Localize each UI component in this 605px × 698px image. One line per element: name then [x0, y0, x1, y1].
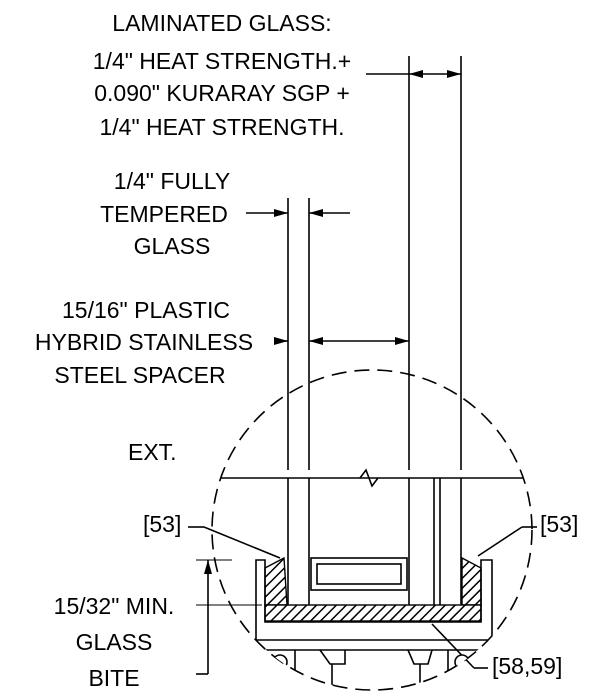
spacer-label: 15/16" PLASTIC HYBRID STAINLESS STEEL SP…	[35, 297, 253, 388]
bite-line-2: GLASS	[76, 629, 153, 655]
laminated-glass-label: LAMINATED GLASS: 1/4" HEAT STRENGTH.+ 0.…	[93, 10, 351, 140]
glass-bite-label: 15/32" MIN. GLASS BITE	[54, 593, 175, 691]
spacer-line-1: 15/16" PLASTIC	[62, 297, 230, 323]
ref-53-right: [53]	[540, 511, 578, 537]
spacer-line-3: STEEL SPACER	[54, 362, 225, 388]
laminated-line-1: LAMINATED GLASS:	[112, 10, 331, 36]
ref-58-59: [58,59]	[492, 653, 562, 679]
laminated-line-3: 0.090" KURARAY SGP +	[94, 80, 350, 106]
glass-extension-lines	[287, 56, 462, 470]
laminated-line-2: 1/4" HEAT STRENGTH.+	[93, 48, 351, 74]
ref-53-left: [53]	[143, 511, 181, 537]
bite-line-1: 15/32" MIN.	[54, 593, 175, 619]
bite-line-3: BITE	[88, 665, 139, 691]
tempered-line-2: TEMPERED	[100, 201, 228, 227]
laminated-line-4: 1/4" HEAT STRENGTH.	[99, 114, 344, 140]
tempered-glass-label: 1/4" FULLY TEMPERED GLASS	[100, 168, 230, 259]
dimension-leaders	[188, 70, 537, 675]
exterior-label: EXT.	[128, 439, 177, 465]
detail-circle	[211, 369, 533, 691]
tempered-line-1: 1/4" FULLY	[114, 168, 230, 194]
spacer-line-2: HYBRID STAINLESS	[35, 329, 253, 355]
tempered-line-3: GLASS	[134, 233, 211, 259]
framing-section	[212, 468, 532, 690]
